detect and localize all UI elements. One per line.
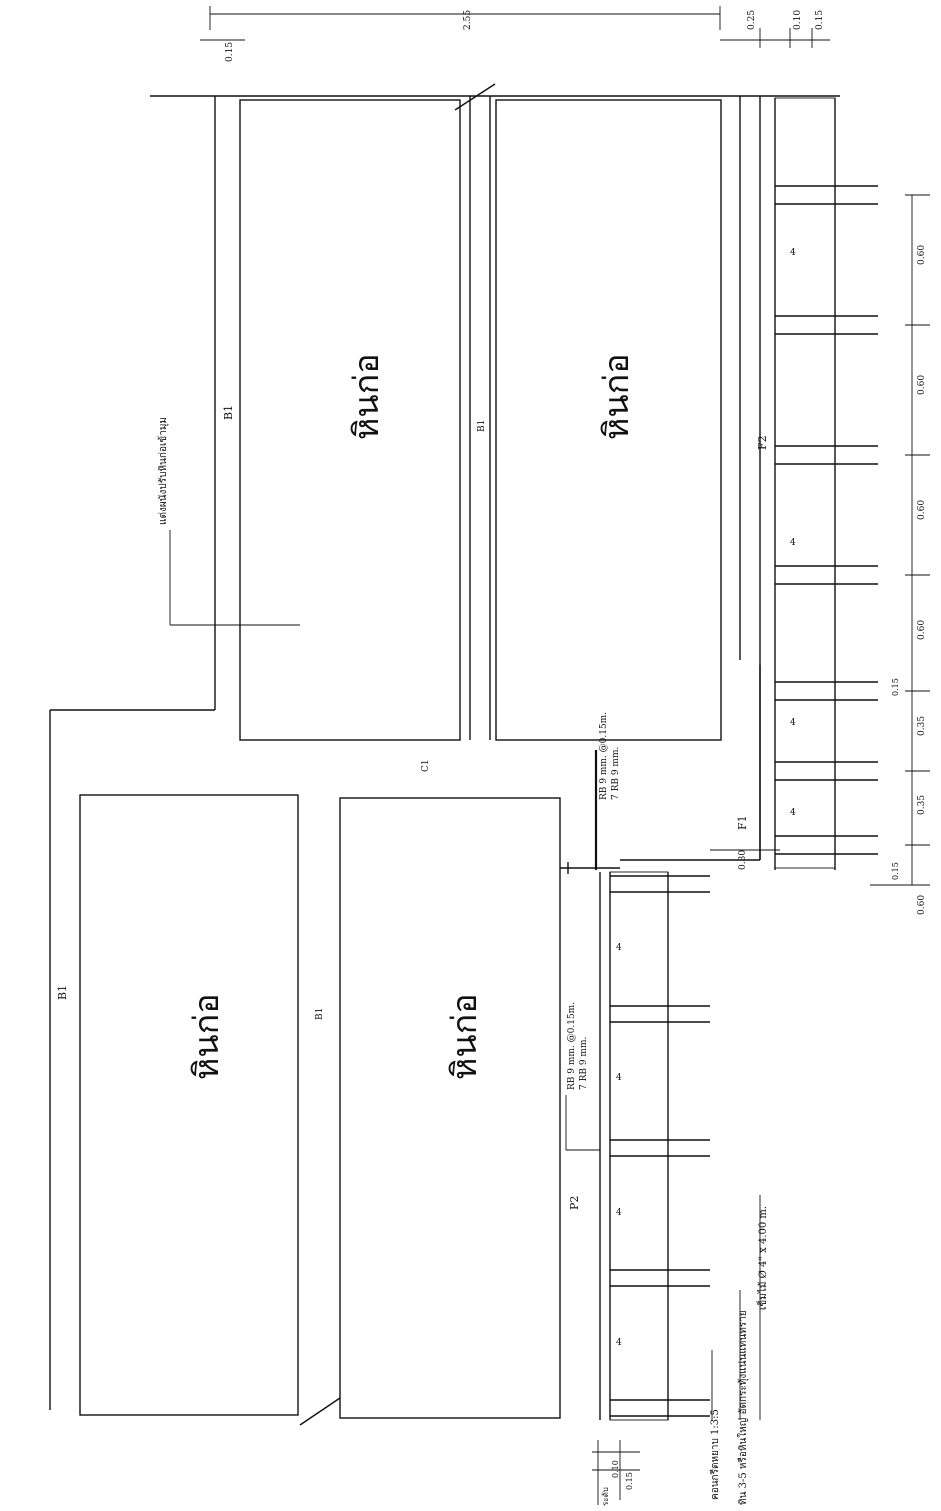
pile-marker-l3: 4 [616, 1208, 622, 1218]
masonry-block-upper-right: หินก่อ [495, 99, 722, 741]
note-concrete-mix: คอนกรีตหยาบ 1:3:5 [709, 1409, 721, 1500]
masonry-block-lower-right: หินก่อ [339, 797, 561, 1419]
right-dimension: 0.60 0.60 0.60 0.60 0.35 0.35 0.60 0.15 … [710, 194, 930, 915]
masonry-label-3: หินก่อ [187, 993, 227, 1080]
rebar-connector: RB 9 mm. @0.15m. 7 RB 9 mm. [560, 665, 761, 874]
pile-marker-l1: 4 [616, 943, 622, 953]
dim-top-right-c: 0.15 [815, 10, 825, 30]
pile-lower-3 [610, 1139, 710, 1157]
note-pile: เข็มไม้ Ø 4" x 4.00 m. [755, 1206, 769, 1310]
dim-right-2: 0.60 [917, 375, 927, 395]
dim-right-6: 0.35 [917, 795, 927, 815]
upper-wall-frame [49, 95, 840, 1410]
pile-marker-l2: 4 [616, 1073, 622, 1083]
dim-right-5: 0.35 [917, 716, 927, 736]
masonry-block-upper-left: หินก่อ [239, 99, 461, 741]
pile-upper-4 [775, 565, 878, 585]
dim-030: 0.30 [738, 850, 748, 870]
break-lines [299, 83, 496, 1426]
note-fill: ทิน 3-5 หรือหินใหญ่ อัดกระทุ้งแน่นแทนทรา… [737, 1310, 749, 1505]
pile-lower-5 [610, 1399, 710, 1417]
bottom-dimension: 0.10 0.15 ระดับ [592, 1440, 640, 1506]
masonry-block-lower-left: หินก่อ [79, 794, 299, 1416]
masonry-label-4: หินก่อ [445, 993, 485, 1080]
rebar-lower: RB 9 mm. @0.15m. 7 RB 9 mm. [565, 1002, 600, 1151]
rebar-b-lower: 7 RB 9 mm. [579, 1037, 589, 1090]
wall-tie-note-text: แต่งผนังปรับหินก่อเข้ามุม [157, 417, 169, 525]
rebar-a-lower: RB 9 mm. @0.15m. [567, 1002, 577, 1090]
top-dimension: 2.55 0.15 0.25 0.10 0.15 [200, 6, 830, 62]
pile-marker-u1: 4 [790, 248, 796, 258]
dim-bottom-010: 0.10 [611, 1460, 620, 1478]
dim-overall: 2.55 [463, 10, 473, 30]
dim-right-7: 0.60 [917, 895, 927, 915]
dim-top-left: 0.15 [225, 42, 235, 62]
beam-b1-top: B1 [222, 405, 235, 420]
wall-tie-note: แต่งผนังปรับหินก่อเข้ามุม [157, 417, 300, 626]
pile-marker-l4: 4 [616, 1338, 622, 1348]
dim-right-015-b: 0.15 [891, 862, 900, 880]
rebar-b-upper: 7 RB 9 mm. [611, 747, 621, 800]
pile-marker-u2: 4 [790, 538, 796, 548]
pile-upper-7 [775, 835, 878, 855]
dim-right-4: 0.60 [917, 620, 927, 640]
pile-upper-5 [775, 681, 878, 701]
beam-b1-mid: B1 [477, 420, 487, 432]
pile-lower-4 [610, 1269, 710, 1287]
masonry-label-1: หินก่อ [347, 353, 387, 440]
dim-right-015-a: 0.15 [891, 678, 900, 696]
dim-right-1: 0.60 [917, 245, 927, 265]
rebar-a-upper: RB 9 mm. @0.15m. [599, 712, 609, 800]
footing-f1: F1 [736, 815, 749, 830]
masonry-label-2: หินก่อ [597, 353, 637, 440]
pile-upper-2 [775, 315, 878, 335]
pile-upper-1 [775, 185, 878, 205]
dim-top-right-a: 0.25 [747, 10, 757, 30]
pile-upper-6 [775, 761, 878, 781]
footing-strip-upper: 4 4 4 4 [774, 97, 878, 870]
beam-b1-left: B1 [56, 985, 69, 1000]
dim-right-3: 0.60 [917, 500, 927, 520]
footing-strip-lower: 4 4 4 4 [599, 871, 710, 1421]
pile-upper-3 [775, 445, 878, 465]
pile-marker-u4: 4 [790, 808, 796, 818]
dim-top-right-b: 0.10 [793, 10, 803, 30]
pile-marker-u3: 4 [790, 718, 796, 728]
dim-bottom-note: ระดับ [601, 1487, 610, 1506]
beam-b1-lower: B1 [315, 1008, 325, 1020]
footing-p2: P2 [568, 1196, 581, 1210]
column-c1: C1 [421, 759, 431, 772]
pile-lower-2 [610, 1005, 710, 1023]
pile-lower-1 [610, 875, 710, 893]
bottom-notes: คอนกรีตหยาบ 1:3:5 ทิน 3-5 หรือหินใหญ่ อั… [709, 1195, 769, 1505]
dim-bottom-015: 0.15 [625, 1472, 634, 1490]
footing-f2: F2 [756, 435, 769, 450]
